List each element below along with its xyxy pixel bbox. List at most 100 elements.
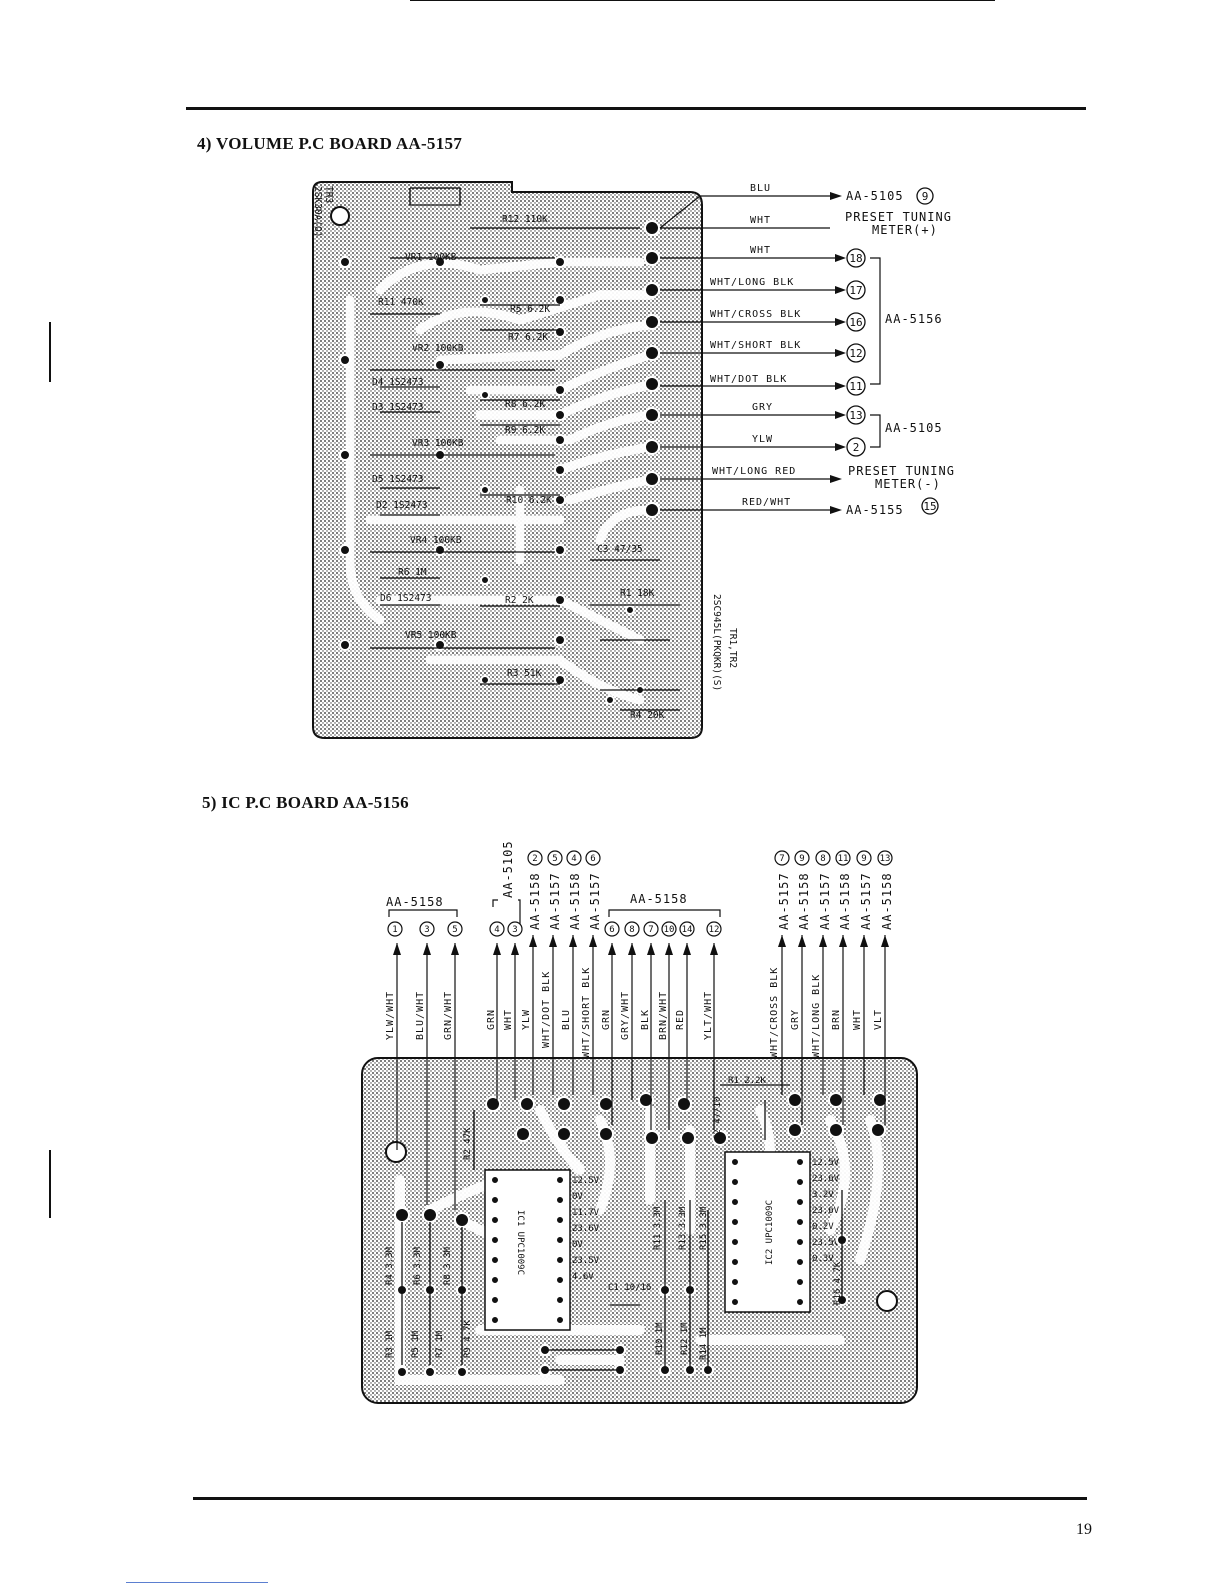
ic-wire-color-18: WHT/LONG BLK bbox=[811, 974, 822, 1058]
vb-group-aa5105: AA-5105 bbox=[885, 421, 943, 435]
bottom-blue-rule bbox=[126, 1582, 268, 1583]
section-4-title: 4) VOLUME P.C BOARD AA-5157 bbox=[197, 134, 463, 153]
vb-wire-color-5: WHT/CROSS BLK bbox=[710, 309, 801, 320]
ic1-volt-1: 12.5V bbox=[572, 1176, 600, 1186]
vb-wire-color-9: YLW bbox=[752, 434, 773, 445]
vb-wire-color-6: WHT/SHORT BLK bbox=[710, 340, 801, 351]
ic1-volt-5: 0V bbox=[572, 1240, 583, 1250]
ic-label-r2: R2 47K bbox=[463, 1127, 473, 1160]
ic-pin-4b: 4 bbox=[571, 854, 576, 864]
vb-label-r2: R2 2K bbox=[505, 595, 534, 606]
ic-label-r15: R15 3.3M bbox=[699, 1206, 709, 1250]
ic2-volt-7: 0.3V bbox=[812, 1254, 834, 1264]
ic-pin-3a: 3 bbox=[424, 925, 429, 935]
vb-pin-17: 17 bbox=[849, 284, 862, 297]
vb-label-d4: D4 1S2473 bbox=[372, 377, 423, 388]
vb-label-r12: R12 110K bbox=[502, 214, 548, 225]
ic-wire-color-15: YLT/WHT bbox=[703, 991, 714, 1040]
ic-wire-color-11: GRY/WHT bbox=[620, 991, 631, 1040]
vb-label-tr1-tr2: TR1,TR2 bbox=[727, 628, 738, 668]
ic-wire-color-8: BLU bbox=[561, 1009, 572, 1030]
ic-pin-8b: 8 bbox=[820, 854, 825, 864]
ic-label-c1: C1 10/16 bbox=[608, 1283, 651, 1293]
vb-pin-15: 15 bbox=[923, 500, 936, 513]
ic-dest-6: AA-5157 bbox=[548, 872, 562, 930]
vb-label-2sc945l: 2SC945L(PKQKR)(S) bbox=[711, 594, 722, 691]
vb-label-d2: D2 1S2473 bbox=[376, 500, 427, 511]
ic-pin-12: 12 bbox=[709, 925, 720, 935]
vb-label-d5: D5 1S2473 bbox=[372, 474, 423, 485]
ic-pin-3b: 3 bbox=[512, 925, 517, 935]
header-rule bbox=[186, 107, 1086, 110]
vb-label-vr3: VR3 100KB bbox=[412, 438, 464, 449]
ic-wire-color-12: BLK bbox=[640, 1009, 651, 1030]
ic1-volt-6: 23.5V bbox=[572, 1256, 600, 1266]
vb-pin-9: 9 bbox=[922, 190, 929, 203]
ic2-volt-3: 3.2V bbox=[812, 1190, 834, 1200]
vb-wire-color-1: BLU bbox=[750, 183, 771, 194]
ic-dest-19: AA-5157 bbox=[859, 872, 873, 930]
ic-pin-14: 14 bbox=[682, 925, 693, 935]
vb-label-vr4: VR4 100KB bbox=[410, 535, 462, 546]
ic-pin-8: 8 bbox=[629, 925, 634, 935]
vb-label-2sk30a: 2SK30A(O) bbox=[312, 186, 323, 237]
ic-wire-color-20: WHT bbox=[852, 1009, 863, 1030]
ic-label-r9: R9 4.7K bbox=[463, 1319, 473, 1358]
vb-pin-16: 16 bbox=[849, 316, 862, 329]
ic-label-r11: R11 3.3M bbox=[653, 1206, 663, 1250]
vb-label-vr2: VR2 100KB bbox=[412, 343, 464, 354]
vb-wire-color-4: WHT/LONG BLK bbox=[710, 277, 794, 288]
ic-dest-8: AA-5157 bbox=[588, 872, 602, 930]
vb-dest-preset-minus-1: PRESET TUNING bbox=[848, 464, 955, 478]
ic-wire-color-13: BRN/WHT bbox=[658, 991, 669, 1040]
ic2-body bbox=[724, 1151, 811, 1313]
ic-pin-4a: 4 bbox=[494, 925, 499, 935]
vb-wire-color-8: GRY bbox=[752, 402, 773, 413]
ic-pin-6b: 6 bbox=[590, 854, 595, 864]
ic-pin-9: 9 bbox=[799, 854, 804, 864]
ic2-volt-2: 23.6V bbox=[812, 1174, 840, 1184]
ic-wire-color-6: YLW bbox=[521, 1009, 532, 1030]
vb-dest-preset-plus-1: PRESET TUNING bbox=[845, 210, 952, 224]
vb-label-r11: R11 470K bbox=[378, 297, 424, 308]
vb-dest-aa5105: AA-5105 bbox=[846, 189, 904, 203]
ic-group-aa5105: AA-5105 bbox=[501, 840, 515, 898]
ic1-volt-2: 0V bbox=[572, 1192, 583, 1202]
vb-wire-color-3: WHT bbox=[750, 245, 771, 256]
ic-wire-color-7: WHT/DOT BLK bbox=[541, 971, 552, 1048]
vb-wire-color-7: WHT/DOT BLK bbox=[710, 374, 787, 385]
margin-mark-lower bbox=[49, 1150, 51, 1218]
volume-pc-board-diagram: TR3 2SK30A(O) R12 110K VR1 100KB R11 470… bbox=[312, 181, 955, 739]
ic-dest-16: AA-5158 bbox=[797, 872, 811, 930]
ic-label-r7: R7 1M bbox=[435, 1330, 445, 1358]
vb-wire-color-10: WHT/LONG RED bbox=[712, 466, 796, 477]
vb-dest-preset-minus-2: METER(-) bbox=[875, 477, 941, 491]
ic-group-aa5158-mid: AA-5158 bbox=[630, 892, 688, 906]
ic2-volt-1: 12.5V bbox=[812, 1158, 840, 1168]
ic-wire-color-14: RED bbox=[675, 1009, 686, 1030]
vb-wire-color-2: WHT bbox=[750, 215, 771, 226]
ic-board-mount-hole-left bbox=[385, 1141, 407, 1163]
ic-label-r1: R1 2.2K bbox=[728, 1076, 767, 1086]
vb-label-r1: R1 18K bbox=[620, 588, 655, 599]
ic-label-r5: R5 1M bbox=[411, 1330, 421, 1358]
vb-dest-preset-plus-2: METER(+) bbox=[872, 223, 938, 237]
ic-wire-color-2: BLU/WHT bbox=[415, 991, 426, 1040]
ic1-volt-7: 4.6V bbox=[572, 1272, 594, 1282]
vb-label-tr3: TR3 bbox=[323, 186, 334, 203]
vb-label-d6: D6 1S2473 bbox=[380, 593, 431, 604]
ic-wire-color-4: GRN bbox=[486, 1009, 497, 1030]
vb-label-c3: C3 47/35 bbox=[597, 544, 643, 555]
ic2-volt-4: 23.6V bbox=[812, 1206, 840, 1216]
ic2-label: IC2 UPC1009C bbox=[765, 1200, 775, 1265]
vb-label-r4: R4 20K bbox=[630, 710, 665, 721]
ic-dest-7: AA-5158 bbox=[568, 872, 582, 930]
ic-pin-10: 10 bbox=[664, 925, 675, 935]
volume-board-mount-hole bbox=[330, 206, 350, 226]
ic1-label: IC1 UPC1009C bbox=[515, 1210, 525, 1275]
ic-label-r12: R12 1M bbox=[680, 1322, 690, 1355]
ic-pc-board-diagram: IC1 UPC1009C IC2 UPC1009C 12.5V 0V 11.7V… bbox=[361, 840, 918, 1404]
ic-label-r10: R10 1M bbox=[655, 1322, 665, 1355]
ic-label-r14: R14 1M bbox=[699, 1327, 709, 1360]
vb-label-r9: R9 6.2K bbox=[505, 425, 545, 436]
